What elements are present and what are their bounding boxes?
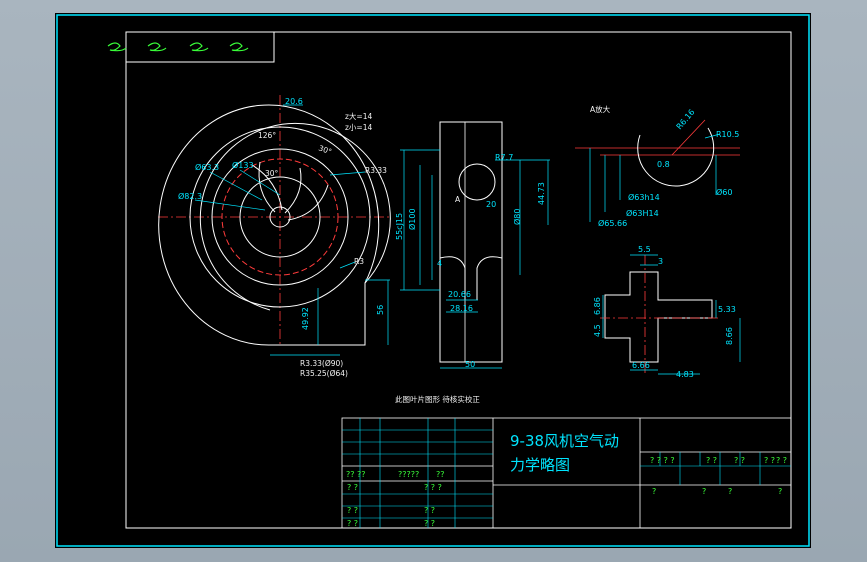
volute-dim-9: R3 xyxy=(354,257,364,266)
section-dim-3: 55cJ15 xyxy=(395,213,404,240)
title-cell-7: ? ? xyxy=(347,519,358,528)
title-cell-13: ? ? xyxy=(764,456,775,465)
z-small-label: z小=14 xyxy=(345,123,372,132)
detail-a-view xyxy=(575,119,740,222)
hub-view xyxy=(600,254,741,375)
code-box-marks xyxy=(107,42,249,52)
drawing-title-line2: 力学略图 xyxy=(510,456,570,474)
volute-dim-12: R3.33(Ø90) xyxy=(300,359,343,368)
hub-dim-5: 4.5 xyxy=(593,324,602,337)
hub-dim-3: 6.86 xyxy=(593,297,602,315)
volute-dim-11: 56 xyxy=(376,305,385,315)
volute-dim-7: 30° xyxy=(265,169,279,178)
section-view xyxy=(400,121,550,369)
hub-dim-8: 4.83 xyxy=(676,370,694,379)
section-dim-5: Ø80 xyxy=(512,209,522,225)
volute-dim-1: 20.6 xyxy=(285,97,303,106)
title-cell-2: ????? xyxy=(398,470,419,479)
detail-a-dim-3: 0.8 xyxy=(657,160,670,169)
outer-frame xyxy=(56,14,810,547)
detail-a-dim-5: Ø63H14 xyxy=(626,208,659,218)
code-box xyxy=(125,31,275,63)
volute-dim-8: 30° xyxy=(317,143,333,156)
title-cell-11: ? ? xyxy=(706,456,717,465)
section-dim-9: 28.16 xyxy=(450,304,473,313)
section-dim-7: 4 xyxy=(437,259,442,268)
title-cell-16: ? xyxy=(702,487,706,496)
title-cell-10: ? ? ? ? xyxy=(650,456,675,465)
inner-frame xyxy=(125,31,792,529)
detail-a-label: A放大 xyxy=(590,104,611,114)
title-cell-4: ? ? xyxy=(347,483,358,492)
volute-dim-6: Ø82.3 xyxy=(178,191,202,201)
section-dim-8: 20.66 xyxy=(448,290,471,299)
detail-a-dim-1: R6.16 xyxy=(675,108,697,132)
section-dim-6: 20 xyxy=(486,200,496,209)
volute-dim-5: R3.33 xyxy=(365,166,387,175)
volute-dim-3: Ø63.3 xyxy=(195,162,219,172)
note-blade-verify: 此图叶片图形 待核实校正 xyxy=(395,394,480,404)
detail-a-dim-4: Ø63h14 xyxy=(628,192,660,202)
hub-dim-2: 3 xyxy=(658,257,663,266)
title-cell-18: ? xyxy=(778,487,782,496)
title-cell-12: ? ? xyxy=(734,456,745,465)
detail-a-dim-7: Ø60 xyxy=(716,187,732,197)
hub-dim-6: 8.66 xyxy=(725,327,734,345)
title-cell-9: ? ? xyxy=(424,519,435,528)
title-grid-cyan xyxy=(342,418,791,528)
volute-dim-2: 126° xyxy=(258,131,276,140)
section-marker-a: A xyxy=(455,195,461,204)
title-block xyxy=(341,417,792,529)
title-cell-1: ?? ?? xyxy=(346,470,366,479)
hub-dim-7: 6.66 xyxy=(632,361,650,370)
section-dim-4: 44.73 xyxy=(537,182,546,205)
detail-a-dim-6: Ø65.66 xyxy=(598,218,627,228)
detail-a-dim-2: R10.5 xyxy=(716,130,739,139)
title-cell-17: ? xyxy=(728,487,732,496)
drawing-sheet xyxy=(55,13,811,548)
title-cell-5: ? ? ? xyxy=(424,483,442,492)
volute-dim-13: R35.25(Ø64) xyxy=(300,369,348,378)
z-large-label: z大=14 xyxy=(345,111,372,121)
hub-dim-1: 5.5 xyxy=(638,245,651,254)
title-cell-6: ? ? xyxy=(347,506,358,515)
hub-dim-4: 5.33 xyxy=(718,305,736,314)
drawing-title-line1: 9-38风机空气动 xyxy=(510,432,619,450)
section-dim-2: Ø100 xyxy=(407,208,417,230)
volute-view xyxy=(158,95,391,356)
title-cell-15: ? xyxy=(652,487,656,496)
title-cell-3: ?? xyxy=(436,470,445,479)
volute-dim-10: 49.92 xyxy=(301,307,310,330)
volute-dim-4: Ø133 xyxy=(232,160,254,170)
title-cell-14: ? ? xyxy=(776,456,787,465)
section-dim-1: R7.7 xyxy=(495,153,513,162)
section-dim-10: 50 xyxy=(465,360,475,369)
title-cell-8: ? ? xyxy=(424,506,435,515)
